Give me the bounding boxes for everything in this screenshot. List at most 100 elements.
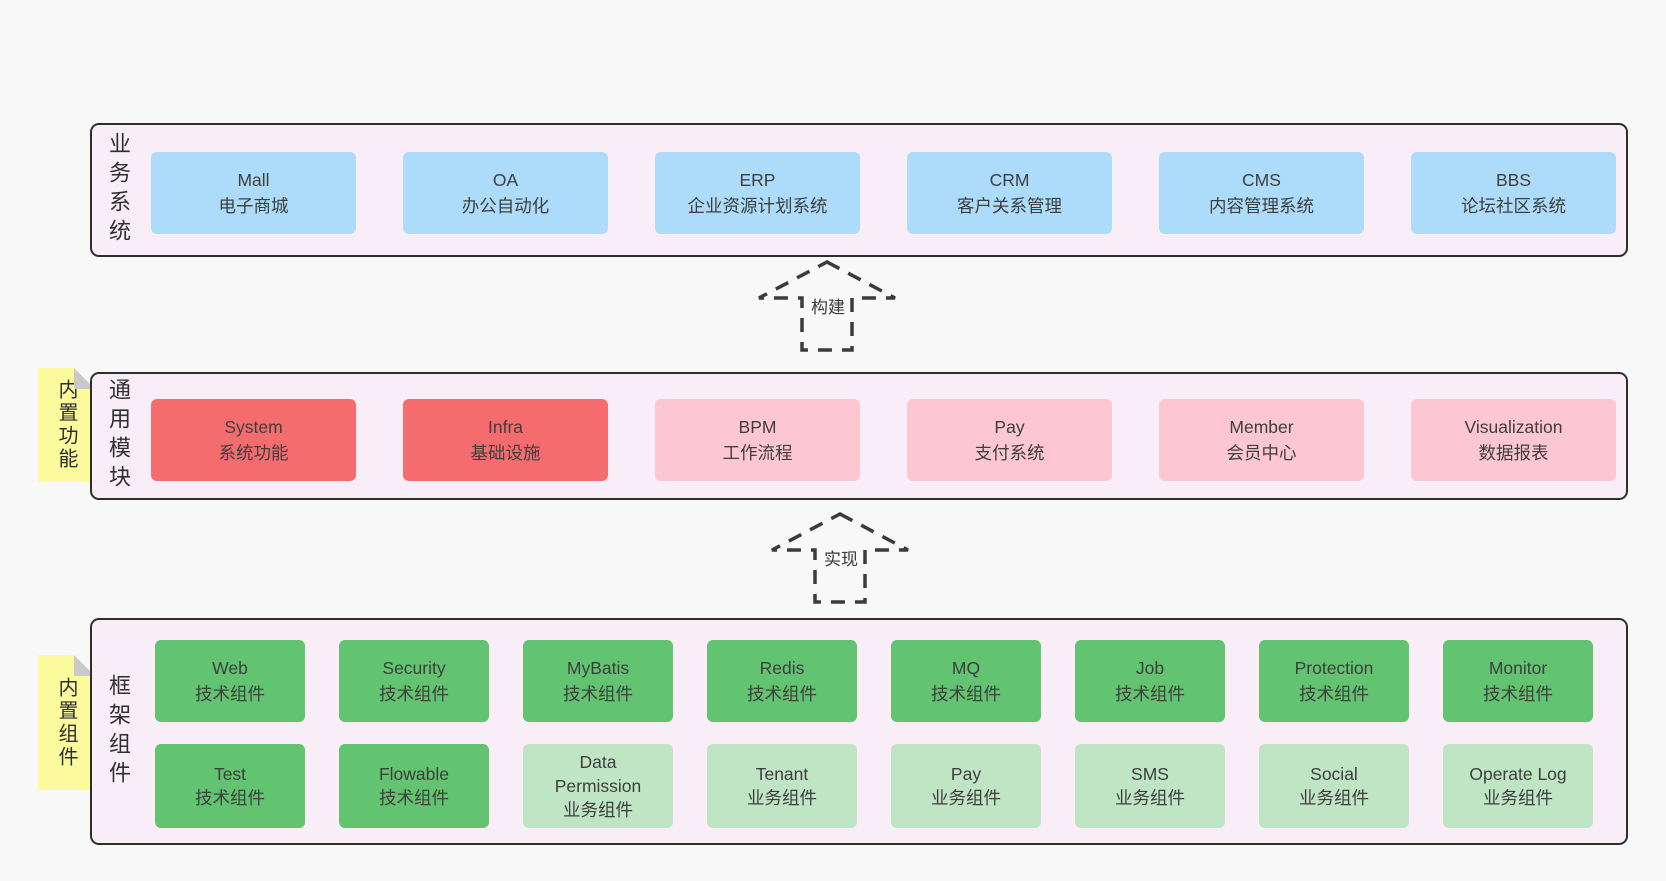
box-title: Job bbox=[1135, 658, 1165, 678]
box-title: Tenant bbox=[755, 764, 809, 784]
diagram-box-security: Security 技术组件 bbox=[339, 640, 489, 722]
diagram-box-oa: OA 办公自动化 bbox=[403, 152, 608, 234]
box-subtitle: 技术组件 bbox=[379, 788, 449, 808]
diagram-box-visualization: Visualization 数据报表 bbox=[1411, 399, 1616, 481]
box-subtitle: 技术组件 bbox=[1115, 684, 1185, 704]
diagram-box-cms: CMS 内容管理系统 bbox=[1159, 152, 1364, 234]
box-title: Flowable bbox=[378, 764, 450, 784]
box-title: Social bbox=[1310, 764, 1358, 784]
box-title: Infra bbox=[487, 417, 524, 437]
box-title: OA bbox=[492, 170, 519, 190]
box-title: Monitor bbox=[1488, 658, 1548, 678]
box-subtitle: 技术组件 bbox=[195, 788, 265, 808]
box-subtitle: 技术组件 bbox=[195, 684, 265, 704]
box-title: System bbox=[224, 417, 283, 437]
box-title: Member bbox=[1229, 417, 1294, 437]
box-title: Visualization bbox=[1464, 417, 1563, 437]
box-title: CRM bbox=[989, 170, 1030, 190]
box-subtitle: 业务组件 bbox=[1299, 788, 1369, 808]
dashed-up-arrow-implement bbox=[771, 512, 909, 604]
box-title: CMS bbox=[1242, 170, 1281, 190]
diagram-box-bpm: BPM 工作流程 bbox=[655, 399, 860, 481]
diagram-box-erp: ERP 企业资源计划系统 bbox=[655, 152, 860, 234]
sticky-note-built-in-features: 内置功能 bbox=[38, 368, 95, 482]
box-title: Web bbox=[212, 658, 248, 678]
box-subtitle: 电子商城 bbox=[218, 196, 289, 216]
diagram-box-system: System 系统功能 bbox=[151, 399, 356, 481]
diagram-box-mall: Mall 电子商城 bbox=[151, 152, 356, 234]
box-title: Pay bbox=[950, 764, 982, 784]
box-subtitle: 业务组件 bbox=[1115, 788, 1185, 808]
box-subtitle: 系统功能 bbox=[218, 443, 289, 463]
box-title: Operate Log bbox=[1469, 764, 1567, 784]
box-title: MQ bbox=[951, 658, 981, 678]
box-title: SMS bbox=[1131, 764, 1169, 784]
diagram-box-social: Social 业务组件 bbox=[1259, 744, 1409, 828]
diagram-box-redis: Redis 技术组件 bbox=[707, 640, 857, 722]
box-title: Mall bbox=[237, 170, 270, 190]
diagram-box-crm: CRM 客户关系管理 bbox=[907, 152, 1112, 234]
box-title: Test bbox=[213, 764, 247, 784]
layer-common-modules: 通用模块 System 系统功能 Infra 基础设施 BPM 工作流程 Pay 支付系统 Me… bbox=[90, 372, 1628, 500]
sticky-note-built-in-components: 内置组件 bbox=[38, 655, 95, 790]
layer-modules-label: 通用模块 bbox=[106, 378, 131, 494]
box-subtitle: 数据报表 bbox=[1478, 443, 1549, 463]
diagram-box-member: Member 会员中心 bbox=[1159, 399, 1364, 481]
box-subtitle: 业务组件 bbox=[931, 788, 1001, 808]
box-subtitle: 办公自动化 bbox=[461, 196, 550, 216]
box-subtitle: 论坛社区系统 bbox=[1461, 196, 1566, 216]
diagram-box-monitor: Monitor 技术组件 bbox=[1443, 640, 1593, 722]
box-subtitle: 技术组件 bbox=[1299, 684, 1369, 704]
dashed-up-arrow-build bbox=[758, 260, 896, 352]
box-title: ERP bbox=[739, 170, 776, 190]
diagram-box-bbs: BBS 论坛社区系统 bbox=[1411, 152, 1616, 234]
diagram-box-mq: MQ 技术组件 bbox=[891, 640, 1041, 722]
box-subtitle: 技术组件 bbox=[563, 684, 633, 704]
layer-components-label: 框架组件 bbox=[106, 673, 131, 790]
box-subtitle: 基础设施 bbox=[470, 443, 541, 463]
box-title: Data Permission bbox=[554, 752, 642, 796]
box-subtitle: 业务组件 bbox=[747, 788, 817, 808]
diagram-box-pay: Pay 支付系统 bbox=[907, 399, 1112, 481]
arrow-implement-label: 实现 bbox=[819, 548, 863, 572]
box-subtitle: 业务组件 bbox=[1483, 788, 1553, 808]
box-subtitle: 工作流程 bbox=[722, 443, 793, 463]
layer-business-label: 业务系统 bbox=[106, 132, 131, 248]
box-title: Security bbox=[382, 658, 446, 678]
box-title: Protection bbox=[1294, 658, 1374, 678]
diagram-box-sms: SMS 业务组件 bbox=[1075, 744, 1225, 828]
box-title: BPM bbox=[738, 417, 777, 437]
sticky-note-label: 内置组件 bbox=[55, 676, 77, 769]
diagram-box-pay: Pay 业务组件 bbox=[891, 744, 1041, 828]
arrow-build-label: 构建 bbox=[806, 296, 850, 320]
box-subtitle: 技术组件 bbox=[931, 684, 1001, 704]
box-subtitle: 技术组件 bbox=[379, 684, 449, 704]
box-title: Redis bbox=[759, 658, 805, 678]
box-title: MyBatis bbox=[566, 658, 630, 678]
box-subtitle: 技术组件 bbox=[1483, 684, 1553, 704]
diagram-box-test: Test 技术组件 bbox=[155, 744, 305, 828]
diagram-box-tenant: Tenant 业务组件 bbox=[707, 744, 857, 828]
sticky-note-label: 内置功能 bbox=[55, 379, 77, 471]
layer-business-systems: 业务系统 Mall 电子商城 OA 办公自动化 ERP 企业资源计划系统 CRM 客户关系管理… bbox=[90, 123, 1628, 257]
box-subtitle: 内容管理系统 bbox=[1209, 196, 1314, 216]
diagram-box-infra: Infra 基础设施 bbox=[403, 399, 608, 481]
box-subtitle: 企业资源计划系统 bbox=[687, 196, 828, 216]
box-title: Pay bbox=[994, 417, 1025, 437]
box-subtitle: 客户关系管理 bbox=[957, 196, 1062, 216]
box-subtitle: 技术组件 bbox=[747, 684, 817, 704]
box-subtitle: 支付系统 bbox=[974, 443, 1045, 463]
diagram-box-operate-log: Operate Log 业务组件 bbox=[1443, 744, 1593, 828]
diagram-box-mybatis: MyBatis 技术组件 bbox=[523, 640, 673, 722]
modules-box-row: System 系统功能 Infra 基础设施 BPM 工作流程 Pay 支付系统 Member 会… bbox=[151, 399, 1616, 481]
box-subtitle: 会员中心 bbox=[1226, 443, 1297, 463]
box-title: BBS bbox=[1495, 170, 1532, 190]
diagram-box-job: Job 技术组件 bbox=[1075, 640, 1225, 722]
diagram-box-flowable: Flowable 技术组件 bbox=[339, 744, 489, 828]
diagram-box-web: Web 技术组件 bbox=[155, 640, 305, 722]
diagram-box-protection: Protection 技术组件 bbox=[1259, 640, 1409, 722]
